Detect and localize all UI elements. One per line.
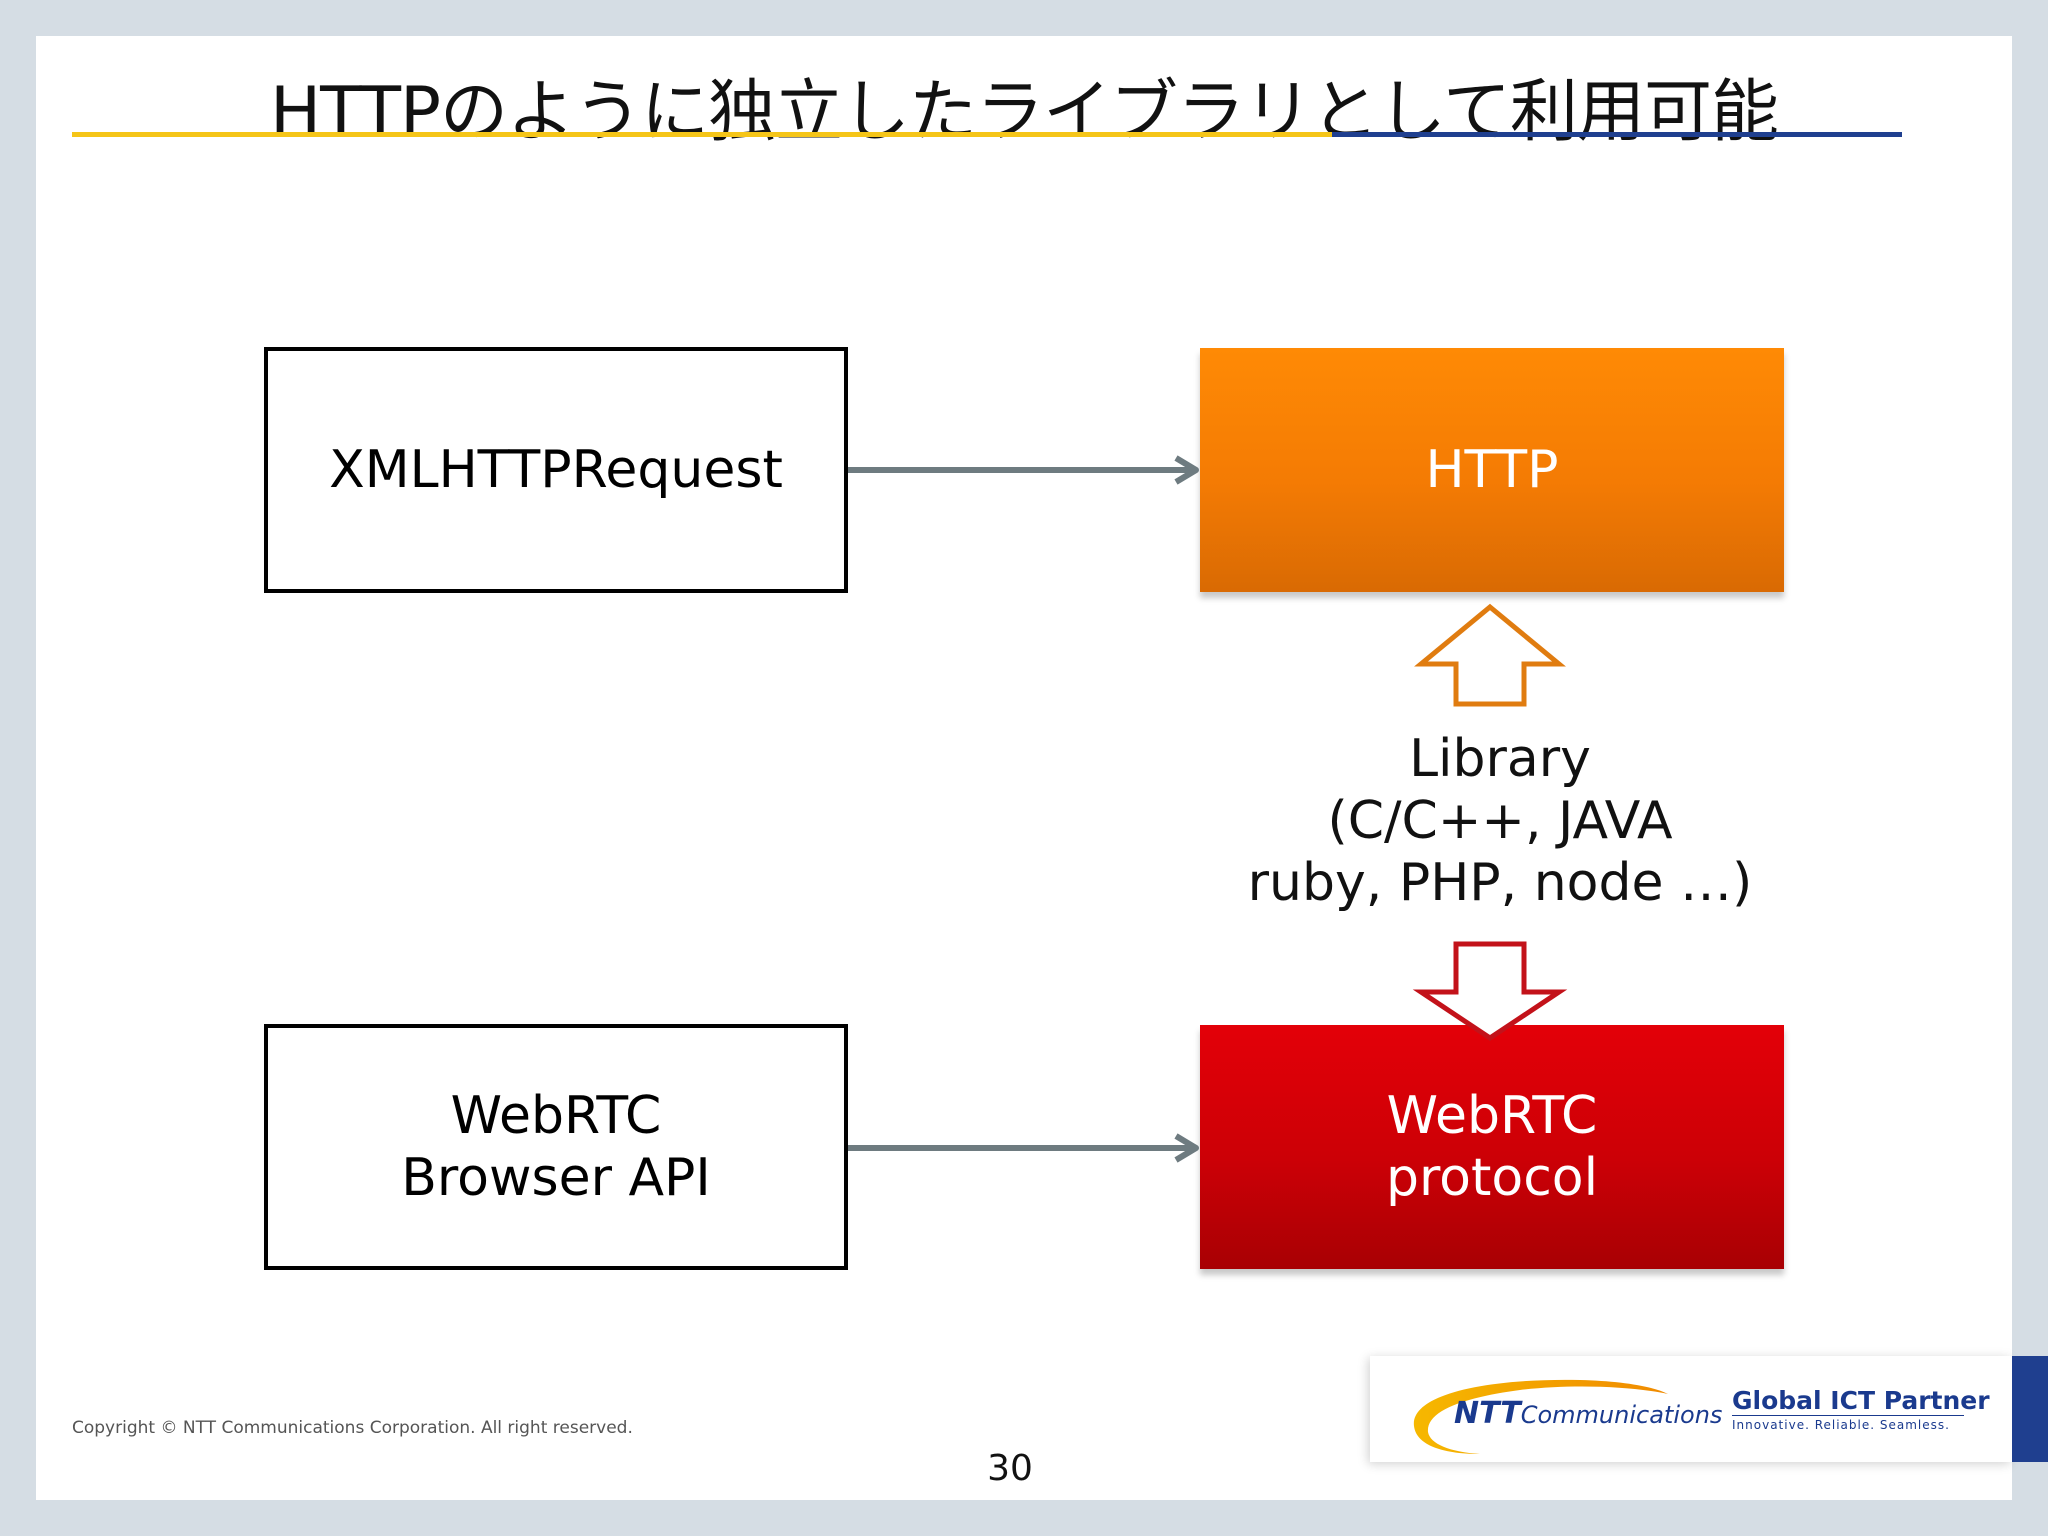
communications-wordmark: Communications (1520, 1401, 1723, 1429)
webrtc-api-label-line2: Browser API (401, 1148, 711, 1208)
xmlhttprequest-box: XMLHTTPRequest (264, 347, 848, 593)
webrtc-browser-api-box: WebRTC Browser API (264, 1024, 848, 1270)
webrtc-protocol-box: WebRTC protocol (1200, 1025, 1784, 1269)
webrtc-protocol-label-line1: WebRTC (1386, 1086, 1598, 1146)
xmlhttprequest-label: XMLHTTPRequest (329, 440, 783, 500)
arrow-xhr-to-http (848, 455, 1199, 485)
library-line3: ruby, PHP, node …) (1247, 853, 1753, 913)
blue-edge-tab (2012, 1356, 2048, 1462)
library-up-arrow-icon (1414, 603, 1566, 707)
tagline-subtext: Innovative. Reliable. Seamless. (1732, 1418, 1950, 1432)
title-rule-yellow (72, 132, 1332, 137)
ntt-communications-wordmark: NTTCommunications (1454, 1396, 1722, 1431)
webrtc-api-label-line1: WebRTC (450, 1086, 662, 1146)
title-rule-blue (1332, 132, 1902, 137)
ntt-logo-panel: NTTCommunications Global ICT Partner Inn… (1370, 1356, 2012, 1462)
library-down-arrow-icon (1412, 941, 1568, 1042)
global-ict-partner-tagline: Global ICT Partner (1732, 1386, 1990, 1415)
page-title: HTTPのように独立したライブラリとして利用可能 (270, 73, 1779, 152)
ntt-swoosh-icon (1413, 1379, 1668, 1454)
library-label: Library (C/C++, JAVA ruby, PHP, node …) (1180, 728, 1820, 914)
arrow-webrtc-api-to-protocol (848, 1133, 1199, 1163)
library-line1: Library (1409, 729, 1591, 789)
page-number: 30 (987, 1448, 1033, 1489)
webrtc-protocol-label-line2: protocol (1385, 1148, 1599, 1208)
http-label: HTTP (1425, 440, 1559, 500)
ntt-wordmark: NTT (1454, 1396, 1521, 1431)
tagline-divider (1732, 1415, 1964, 1416)
copyright-notice: Copyright © NTT Communications Corporati… (72, 1418, 633, 1438)
library-line2: (C/C++, JAVA (1327, 791, 1673, 851)
http-box: HTTP (1200, 348, 1784, 592)
